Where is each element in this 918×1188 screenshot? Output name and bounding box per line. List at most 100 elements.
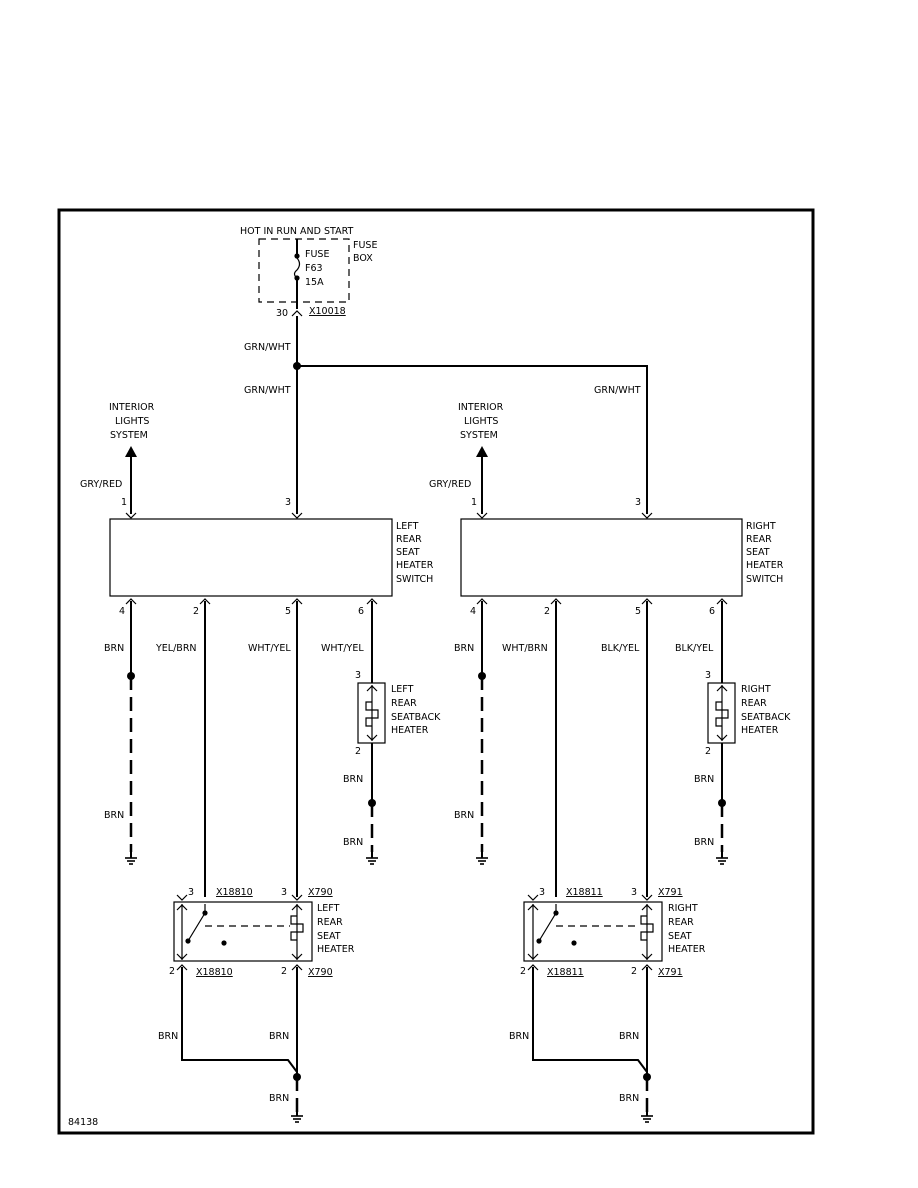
pin-label: 2 xyxy=(281,966,287,977)
switch-label: RIGHT xyxy=(746,521,776,532)
wire-label-brn: BRN xyxy=(619,1093,639,1104)
left-rear-seat-heater: 3 X18810 3 X790 LEFT REAR SEAT HEATER 2 … xyxy=(158,887,355,1123)
right-rear-seat-heater-switch: INTERIOR LIGHTS SYSTEM GRY/RED 1 3 RIGHT… xyxy=(429,402,784,897)
wire-label-wht-yel: WHT/YEL xyxy=(248,643,291,654)
heater-label: SEAT xyxy=(317,931,341,942)
pin-label: 2 xyxy=(520,966,526,977)
wire-label-grn-wht-3: GRN/WHT xyxy=(594,385,641,396)
pin-label: 2 xyxy=(544,606,550,617)
pin-label: 3 xyxy=(539,887,545,898)
wire-label-grn-wht-1: GRN/WHT xyxy=(244,342,291,353)
arrow-up-icon xyxy=(476,446,488,457)
wire-label-brn: BRN xyxy=(158,1031,178,1042)
interior-label-left-1: INTERIOR xyxy=(109,402,155,413)
pin-label: 2 xyxy=(169,966,175,977)
pin-label: 3 xyxy=(635,497,641,508)
fuse-box: HOT IN RUN AND START FUSE BOX FUSE F63 1… xyxy=(240,226,377,319)
switch-label: HEATER xyxy=(746,560,784,571)
seatback-label: LEFT xyxy=(391,684,414,695)
diagram-id: 84138 xyxy=(68,1117,98,1128)
pin-label: 2 xyxy=(631,966,637,977)
fuse-box-label-2: BOX xyxy=(353,253,373,264)
pin-label: 3 xyxy=(355,670,361,681)
wire-label-brn: BRN xyxy=(343,774,363,785)
seatback-label: SEATBACK xyxy=(391,712,441,723)
switch-label: HEATER xyxy=(396,560,434,571)
wire-label-brn: BRN xyxy=(454,810,474,821)
pin-label: 6 xyxy=(358,606,364,617)
fuse-label: FUSE xyxy=(305,249,329,260)
wire-label-brn: BRN xyxy=(269,1031,289,1042)
switch-label: LEFT xyxy=(396,521,419,532)
arrow-up-icon xyxy=(125,446,137,457)
pin-label: 4 xyxy=(119,606,125,617)
left-rear-seat-heater-switch: INTERIOR LIGHTS SYSTEM GRY/RED 1 3 LEFT … xyxy=(80,402,434,897)
ground-icon xyxy=(290,1115,304,1123)
diagram-border xyxy=(57,208,815,1135)
ground-icon xyxy=(715,857,729,865)
pin-label: 5 xyxy=(635,606,641,617)
connector-label: X18810 xyxy=(216,887,253,898)
pin-label: 6 xyxy=(709,606,715,617)
wire-label-brn: BRN xyxy=(694,837,714,848)
connector-label: X791 xyxy=(658,967,683,978)
connector-label: X18811 xyxy=(566,887,603,898)
pin-label: 2 xyxy=(355,746,361,757)
heater-label: RIGHT xyxy=(668,903,698,914)
pin-label: 1 xyxy=(471,497,477,508)
right-rear-seat-heater: 3 X18811 3 X791 RIGHT REAR SEAT HEATER 2… xyxy=(509,887,706,1123)
connector-label: X791 xyxy=(658,887,683,898)
wire-label-yel-brn: YEL/BRN xyxy=(155,643,197,654)
connector-label: X790 xyxy=(308,967,333,978)
ground-icon xyxy=(124,857,138,865)
wire-label-brn: BRN xyxy=(509,1031,529,1042)
seatback-label: REAR xyxy=(741,698,767,709)
pin-label: 3 xyxy=(631,887,637,898)
heater-label: HEATER xyxy=(668,944,706,955)
wire-label-blk-yel: BLK/YEL xyxy=(675,643,714,654)
pin-label: 3 xyxy=(705,670,711,681)
ground-icon xyxy=(365,857,379,865)
wire-label-wht-yel: WHT/YEL xyxy=(321,643,364,654)
pin-label: 1 xyxy=(121,497,127,508)
switch-label: SWITCH xyxy=(396,574,433,585)
right-rear-seatback-heater: 3 RIGHT REAR SEATBACK HEATER 2 BRN BRN xyxy=(694,670,791,865)
wire-label-brn: BRN xyxy=(269,1093,289,1104)
switch-label: SEAT xyxy=(746,547,770,558)
wire-label-brn: BRN xyxy=(694,774,714,785)
interior-label-right-3: SYSTEM xyxy=(460,430,498,441)
interior-label-left-3: SYSTEM xyxy=(110,430,148,441)
heater-label: SEAT xyxy=(668,931,692,942)
switch-label: REAR xyxy=(396,534,422,545)
fuse-header: HOT IN RUN AND START xyxy=(240,226,353,237)
fuse-pin: 30 xyxy=(276,308,288,319)
ground-icon xyxy=(475,857,489,865)
connector-label: X18811 xyxy=(547,967,584,978)
wire-label-gry-red-left: GRY/RED xyxy=(80,479,122,490)
ground-icon xyxy=(640,1115,654,1123)
fuse-connector: X10018 xyxy=(309,306,346,317)
wire-label-brn: BRN xyxy=(104,810,124,821)
interior-label-left-2: LIGHTS xyxy=(115,416,149,427)
wire-label-grn-wht-2: GRN/WHT xyxy=(244,385,291,396)
fuse-rating: 15A xyxy=(305,277,324,288)
seatback-label: HEATER xyxy=(741,725,779,736)
fuse-box-label: FUSE xyxy=(353,240,377,251)
heater-label: LEFT xyxy=(317,903,340,914)
pin-label: 4 xyxy=(470,606,476,617)
heater-label: HEATER xyxy=(317,944,355,955)
pin-label: 2 xyxy=(193,606,199,617)
wire-label-brn: BRN xyxy=(619,1031,639,1042)
switch-label: REAR xyxy=(746,534,772,545)
pin-label: 3 xyxy=(281,887,287,898)
connector-label: X18810 xyxy=(196,967,233,978)
wire-label-brn: BRN xyxy=(343,837,363,848)
wire-label-gry-red-right: GRY/RED xyxy=(429,479,471,490)
seatback-label: HEATER xyxy=(391,725,429,736)
pin-label: 5 xyxy=(285,606,291,617)
interior-label-right-2: LIGHTS xyxy=(464,416,498,427)
switch-label: SEAT xyxy=(396,547,420,558)
interior-label-right-1: INTERIOR xyxy=(458,402,504,413)
pin-label: 2 xyxy=(705,746,711,757)
